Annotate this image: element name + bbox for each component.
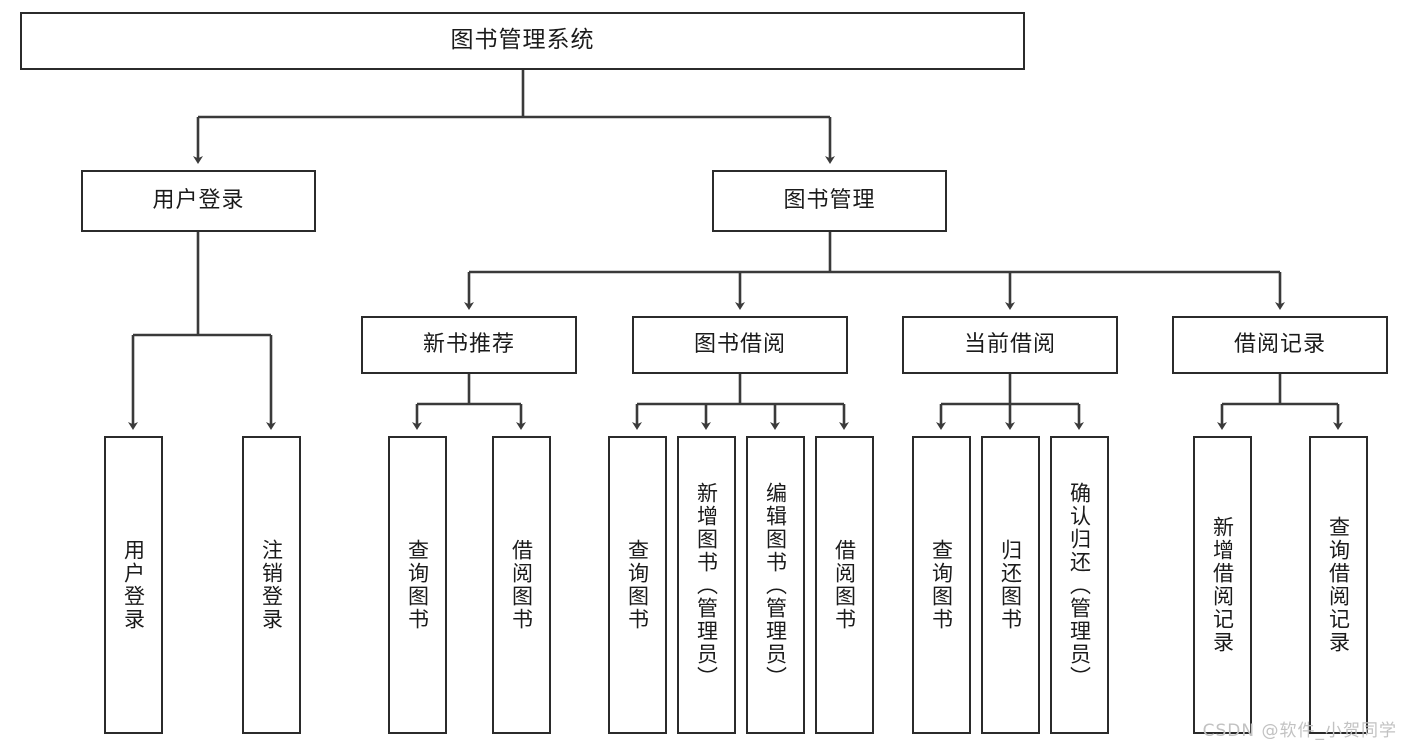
node-book-borrow[interactable]: 图书借阅 xyxy=(632,316,848,374)
node-label: 图书管理 xyxy=(783,187,876,213)
leaf-borrow-borrow-book[interactable]: 借阅图书 xyxy=(815,436,874,734)
leaf-user-login-login[interactable]: 用户登录 xyxy=(104,436,163,734)
leaf-records-query-record[interactable]: 查询借阅记录 xyxy=(1309,436,1368,734)
node-label: 借阅记录 xyxy=(1233,331,1326,357)
node-label: 用户登录 xyxy=(121,539,146,631)
node-label: 新书推荐 xyxy=(422,331,515,357)
leaf-borrow-query-book[interactable]: 查询图书 xyxy=(608,436,667,734)
watermark-text: CSDN @软件_小贺同学 xyxy=(1202,721,1397,741)
node-label: 借阅图书 xyxy=(509,539,534,631)
node-label: 图书借阅 xyxy=(693,331,786,357)
node-label: 图书管理系统 xyxy=(450,27,595,54)
node-book-management[interactable]: 图书管理 xyxy=(712,170,947,232)
leaf-user-login-logout[interactable]: 注销登录 xyxy=(242,436,301,734)
node-current-borrow[interactable]: 当前借阅 xyxy=(902,316,1118,374)
node-label: 借阅图书 xyxy=(832,539,857,631)
leaf-recommend-query-book[interactable]: 查询图书 xyxy=(388,436,447,734)
node-label: 新增图书（管理员） xyxy=(694,481,719,689)
node-label: 归还图书 xyxy=(998,539,1023,631)
node-new-book-recommend[interactable]: 新书推荐 xyxy=(361,316,577,374)
leaf-current-confirm-return-admin[interactable]: 确认归还（管理员） xyxy=(1050,436,1109,734)
leaf-current-return-book[interactable]: 归还图书 xyxy=(981,436,1040,734)
node-label: 确认归还（管理员） xyxy=(1067,481,1092,689)
node-label: 查询借阅记录 xyxy=(1326,516,1351,654)
node-label: 用户登录 xyxy=(152,187,245,213)
node-label: 查询图书 xyxy=(405,539,430,631)
leaf-recommend-borrow-book[interactable]: 借阅图书 xyxy=(492,436,551,734)
leaf-records-add-record[interactable]: 新增借阅记录 xyxy=(1193,436,1252,734)
leaf-borrow-edit-book-admin[interactable]: 编辑图书（管理员） xyxy=(746,436,805,734)
node-label: 查询图书 xyxy=(929,539,954,631)
node-borrow-records[interactable]: 借阅记录 xyxy=(1172,316,1388,374)
leaf-borrow-add-book-admin[interactable]: 新增图书（管理员） xyxy=(677,436,736,734)
node-label: 编辑图书（管理员） xyxy=(763,481,788,689)
node-user-login[interactable]: 用户登录 xyxy=(81,170,316,232)
node-root-system[interactable]: 图书管理系统 xyxy=(20,12,1025,70)
node-label: 查询图书 xyxy=(625,539,650,631)
node-label: 注销登录 xyxy=(259,539,284,631)
node-label: 新增借阅记录 xyxy=(1210,516,1235,654)
node-label: 当前借阅 xyxy=(963,331,1056,357)
leaf-current-query-book[interactable]: 查询图书 xyxy=(912,436,971,734)
